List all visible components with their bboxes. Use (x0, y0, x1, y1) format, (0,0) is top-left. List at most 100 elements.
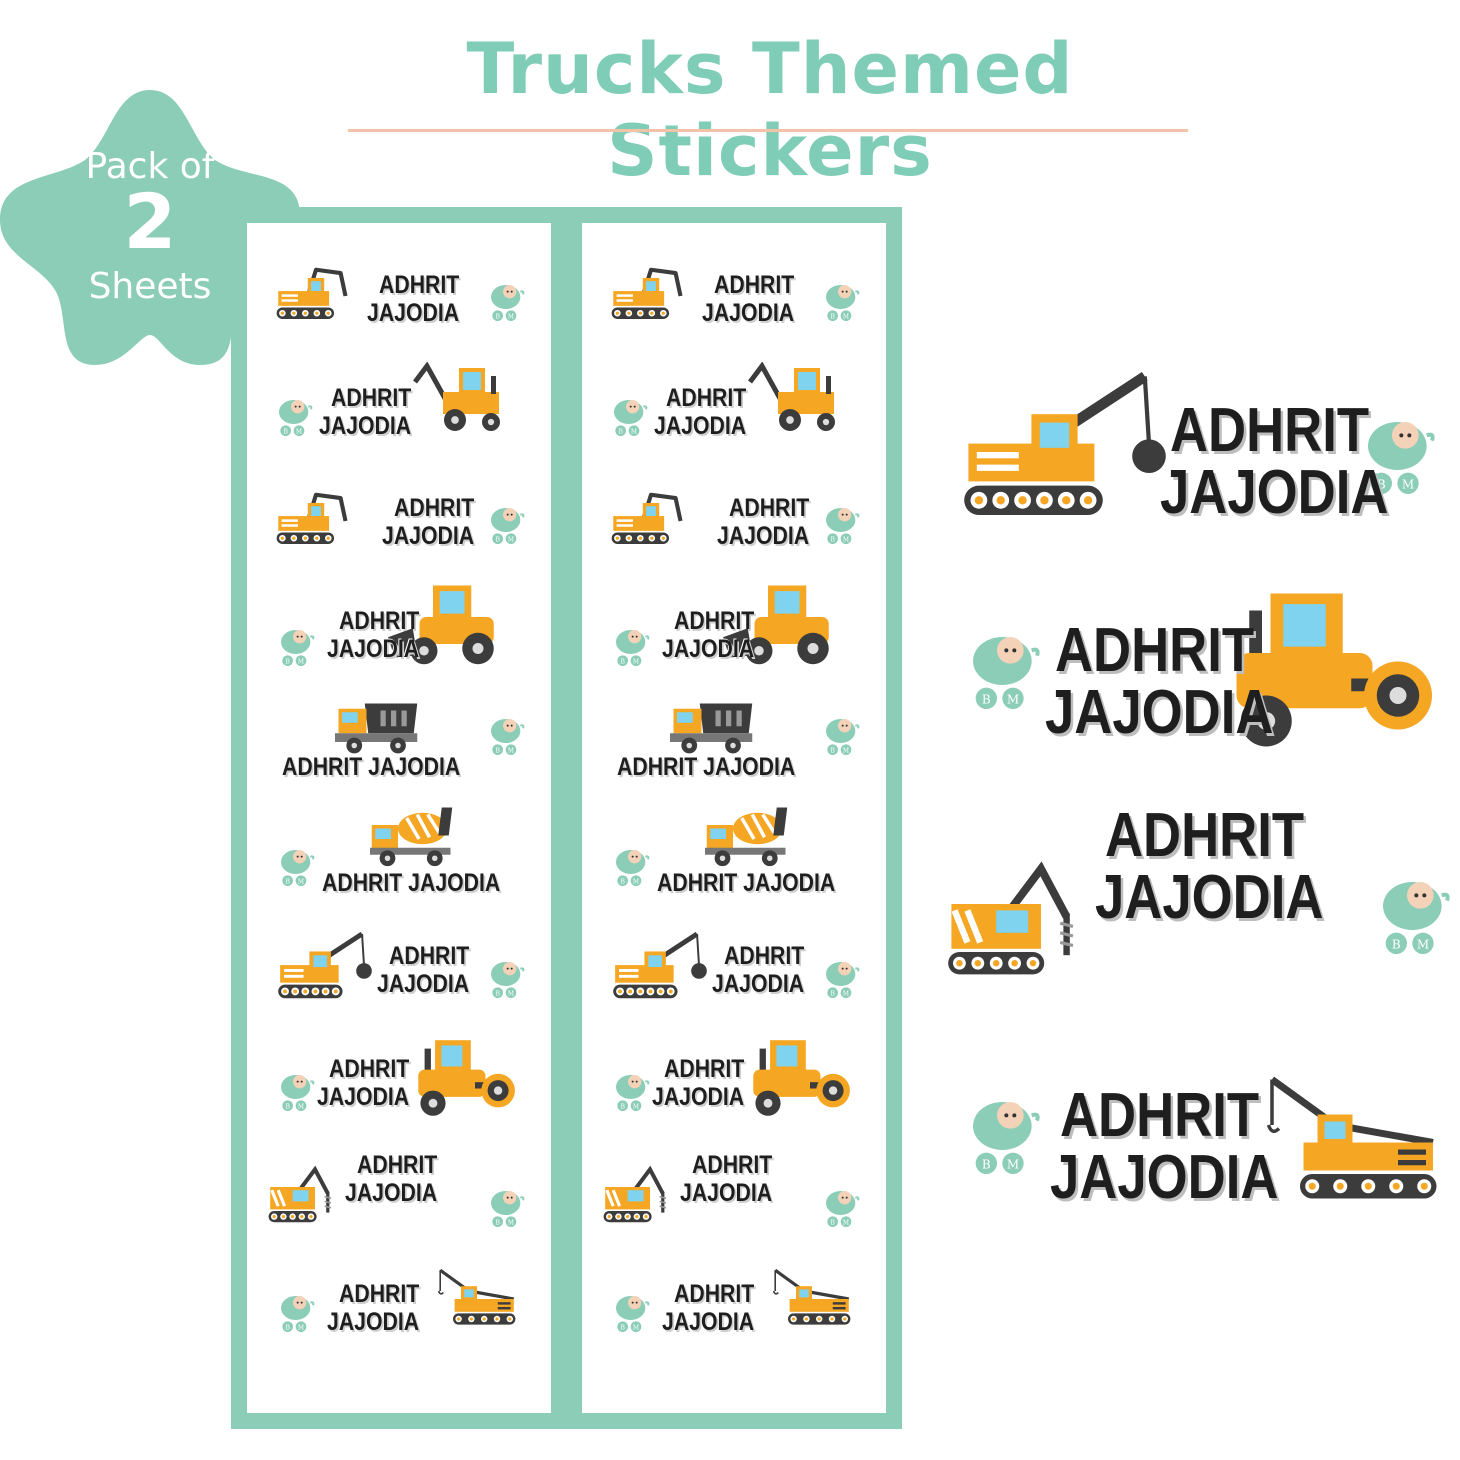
sticker-name: JAJODIA (367, 299, 460, 327)
pack-badge: Pack of 2 Sheets (0, 80, 300, 370)
excavator-icon (611, 267, 683, 319)
sticker-name: ADHRIT (394, 494, 475, 522)
svg-text:B: B (1392, 938, 1401, 952)
sticker-name: ADHRIT (729, 494, 810, 522)
backhoe-loader-icon (413, 361, 500, 431)
svg-text:B: B (620, 1324, 625, 1331)
road-roller-icon (1236, 593, 1432, 747)
sticker-name: JAJODIA (327, 634, 420, 663)
sticker-name: JAJODIA (317, 1082, 410, 1111)
sticker-name: JAJODIA (1160, 458, 1389, 527)
svg-text:M: M (508, 1219, 514, 1226)
excavator-icon (276, 267, 348, 319)
svg-text:M: M (508, 990, 514, 997)
svg-text:B: B (620, 878, 625, 885)
sticker-name: ADHRIT JAJODIA (617, 753, 796, 781)
bulldozer-icon (723, 585, 829, 664)
sticker-name: ADHRIT (1055, 616, 1255, 685)
star-badge-icon (0, 90, 300, 365)
svg-text:B: B (283, 428, 288, 435)
svg-text:B: B (495, 1219, 500, 1226)
sticker-name: JAJODIA (1045, 678, 1274, 747)
svg-text:B: B (830, 990, 835, 997)
bulldozer-icon (388, 585, 494, 664)
svg-text:M: M (298, 878, 304, 885)
svg-text:M: M (1007, 693, 1019, 707)
sticker-name: JAJODIA (680, 1179, 773, 1207)
sticker-name: JAJODIA (652, 1082, 745, 1111)
sticker-name: JAJODIA (654, 411, 747, 440)
sticker-name: JAJODIA (712, 970, 805, 998)
svg-text:M: M (508, 536, 514, 543)
svg-text:B: B (285, 1103, 290, 1110)
excavator-icon (276, 492, 348, 544)
road-roller-icon (753, 1039, 850, 1116)
sticker-name: ADHRIT (1060, 1081, 1260, 1150)
svg-text:B: B (618, 428, 623, 435)
svg-text:B: B (830, 313, 835, 320)
svg-text:B: B (495, 536, 500, 543)
sticker-name: ADHRIT (724, 942, 805, 970)
sticker-name: ADHRIT JAJODIA (657, 868, 836, 897)
svg-text:B: B (830, 747, 835, 754)
crane-wrecking-ball-icon (278, 931, 372, 999)
sticker-name: ADHRIT (664, 1054, 745, 1083)
svg-text:M: M (633, 1103, 639, 1110)
svg-text:M: M (298, 1103, 304, 1110)
sticker-name: ADHRIT JAJODIA (322, 868, 501, 897)
svg-text:M: M (843, 536, 849, 543)
svg-text:B: B (1377, 478, 1386, 492)
svg-text:M: M (843, 990, 849, 997)
sticker-name: ADHRIT (339, 1279, 420, 1308)
svg-text:B: B (495, 313, 500, 320)
sticker-name: JAJODIA (717, 522, 810, 550)
svg-text:B: B (285, 878, 290, 885)
svg-text:B: B (285, 658, 290, 665)
svg-text:M: M (298, 1324, 304, 1331)
sticker-name: JAJODIA (662, 634, 755, 663)
sticker-name: ADHRIT (1170, 396, 1370, 465)
sticker-name: JAJODIA (382, 522, 475, 550)
sticker-name: ADHRIT (331, 383, 412, 412)
svg-text:M: M (631, 428, 637, 435)
sticker-name: ADHRIT (329, 1054, 410, 1083)
svg-text:M: M (843, 1219, 849, 1226)
svg-text:M: M (633, 658, 639, 665)
cement-mixer-icon (370, 807, 453, 866)
svg-text:M: M (508, 313, 514, 320)
sticker-name: ADHRIT (357, 1151, 438, 1179)
sticker-name: JAJODIA (327, 1307, 420, 1336)
sticker-name: JAJODIA (702, 299, 795, 327)
svg-text:B: B (285, 1324, 290, 1331)
